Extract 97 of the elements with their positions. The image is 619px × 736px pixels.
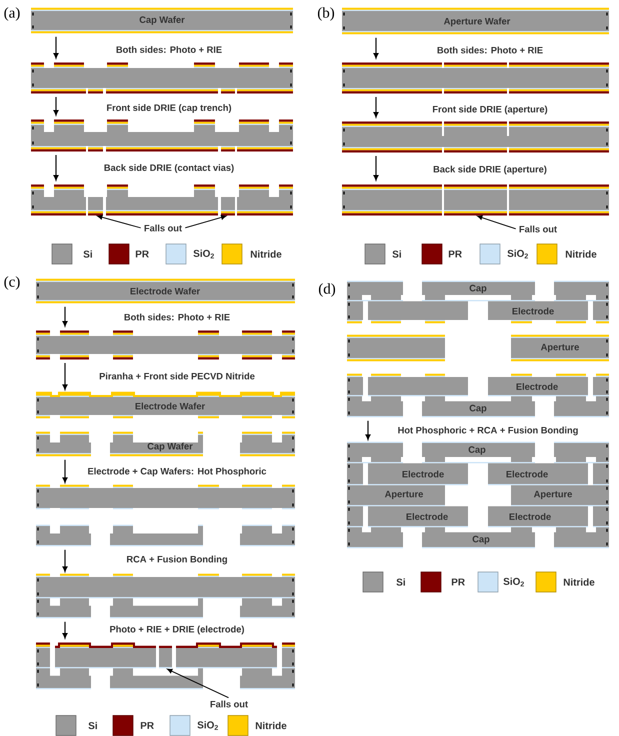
wafer-piece (55, 642, 156, 668)
process-arrow (62, 622, 68, 639)
wafer-piece (509, 184, 609, 216)
wafer-piece (88, 197, 103, 216)
annotation-label: Falls out (520, 226, 557, 232)
node-label: Electrode (506, 470, 548, 478)
step-label: Electrode + Cap Wafers: Hot Phosphoric (88, 468, 266, 476)
step-label: Both sides: Photo + RIE (438, 46, 543, 54)
wafer-cross-section (31, 184, 293, 216)
process-arrow (62, 306, 68, 327)
process-arrow (365, 420, 371, 440)
step-label: RCA + Fusion Bonding (127, 556, 227, 564)
wafer-cross-section: Cap Wafer (36, 432, 295, 456)
panel-label: (a) (4, 7, 20, 21)
legend-label: SiO$_{2}$ (197, 721, 218, 730)
legend-label: SiO$_{2}$ (507, 250, 528, 258)
wafer-cross-section: Aperture (347, 334, 609, 362)
wafer-cross-section: Cap Wafer (31, 8, 293, 34)
process-arrow (53, 155, 59, 181)
wafer-piece (444, 184, 507, 216)
process-arrow (373, 97, 379, 118)
node-label: Electrode (406, 513, 448, 520)
wafer-cross-section: Cap (347, 442, 609, 464)
panel-label: (d) (318, 283, 336, 297)
process-arrow (53, 36, 59, 59)
node-label: Electrode (516, 383, 558, 390)
legend-label: PR (448, 250, 462, 258)
wafer-cross-section (36, 484, 295, 510)
leader-arrow (184, 215, 226, 228)
leader-arrow (167, 668, 229, 698)
legend-label: Nitride (566, 250, 596, 258)
step-label: Back side DRIE (contact vias) (104, 164, 234, 173)
step-label: Both sides: Photo + RIE (124, 314, 230, 320)
wafer-cross-section (342, 184, 609, 216)
node-label: Aperture (384, 490, 423, 500)
legend-label: PR (452, 578, 465, 586)
node-label: Aperture (534, 490, 572, 500)
legend-label: Nitride (250, 250, 282, 258)
leader-arrow (97, 214, 142, 228)
wafer-cross-section: Aperture Aperture (347, 485, 609, 506)
step-label: Front side DRIE (cap trench) (107, 104, 232, 113)
wafer-cross-section: Electrode (347, 301, 609, 324)
process-arrow (373, 156, 379, 181)
wafer-cross-section: Electrode Wafer (36, 278, 295, 304)
wafer-cross-section: Electrode Wafer (36, 392, 295, 418)
wafer-cross-section (36, 598, 295, 618)
wafer-cross-section (342, 122, 609, 152)
wafer-piece (342, 184, 442, 216)
step-label: Hot Phosphoric + RCA + Fusion Bonding (398, 426, 578, 436)
wafer-cross-section (342, 62, 609, 94)
node-label: Electrode (512, 308, 554, 314)
node-label: Aperture (540, 344, 579, 352)
annotation-label: Falls out (144, 224, 182, 232)
wafer-piece (221, 197, 235, 216)
wafer-cross-section: Electrode Electrode (347, 506, 609, 528)
wafer-cross-section: Cap (347, 280, 609, 302)
wafer-cross-section: Electrode (347, 374, 609, 396)
wafer-cross-section: Aperture Wafer (342, 8, 609, 34)
step-label: Front side DRIE (aperture) (432, 106, 548, 114)
wafer-cross-section (31, 120, 293, 152)
wafer-cross-section (36, 642, 295, 668)
wafer-cross-section (36, 668, 295, 690)
wafer-piece (159, 646, 172, 668)
wafer-piece (282, 642, 295, 668)
legend-label: PR (140, 722, 154, 729)
process-arrow (53, 97, 59, 116)
wafer-piece (176, 642, 277, 668)
step-label: Photo + RIE + DRIE (electrode) (110, 626, 244, 634)
legend-label: Nitride (564, 578, 594, 586)
process-arrow (62, 550, 68, 572)
node-label: Electrode (510, 513, 551, 520)
legend-label: Si (396, 578, 405, 586)
panel-label: (c) (4, 276, 20, 290)
legend-label: PR (136, 250, 149, 258)
step-label: Back side DRIE (aperture) (434, 166, 546, 174)
legend-label: Si (83, 250, 92, 258)
wafer-cross-section (36, 524, 295, 546)
wafer-piece (36, 642, 50, 668)
panel-label: (b) (318, 7, 334, 21)
process-arrow (62, 363, 68, 390)
wafer-cross-section (31, 62, 293, 94)
wafer-cross-section (36, 574, 295, 598)
leader-arrow (477, 215, 516, 230)
process-arrow (373, 38, 379, 59)
legend-label: Nitride (256, 722, 286, 730)
wafer-cross-section: Electrode Electrode (347, 463, 609, 486)
wafer-cross-section (36, 330, 295, 360)
wafer-cross-section: Cap (347, 527, 609, 548)
wafer-cross-section: Cap (347, 396, 609, 418)
legend-label: Si (392, 250, 401, 258)
process-arrow (62, 460, 68, 483)
annotation-label: Falls out (210, 700, 248, 708)
legend-label: Si (88, 722, 97, 730)
legend-label: SiO$_{2}$ (193, 250, 214, 258)
step-label: Both sides: Photo + RIE (116, 46, 222, 53)
legend-label: SiO$_{2}$ (503, 578, 524, 586)
step-label: Piranha + Front side PECVD Nitride (100, 372, 255, 380)
